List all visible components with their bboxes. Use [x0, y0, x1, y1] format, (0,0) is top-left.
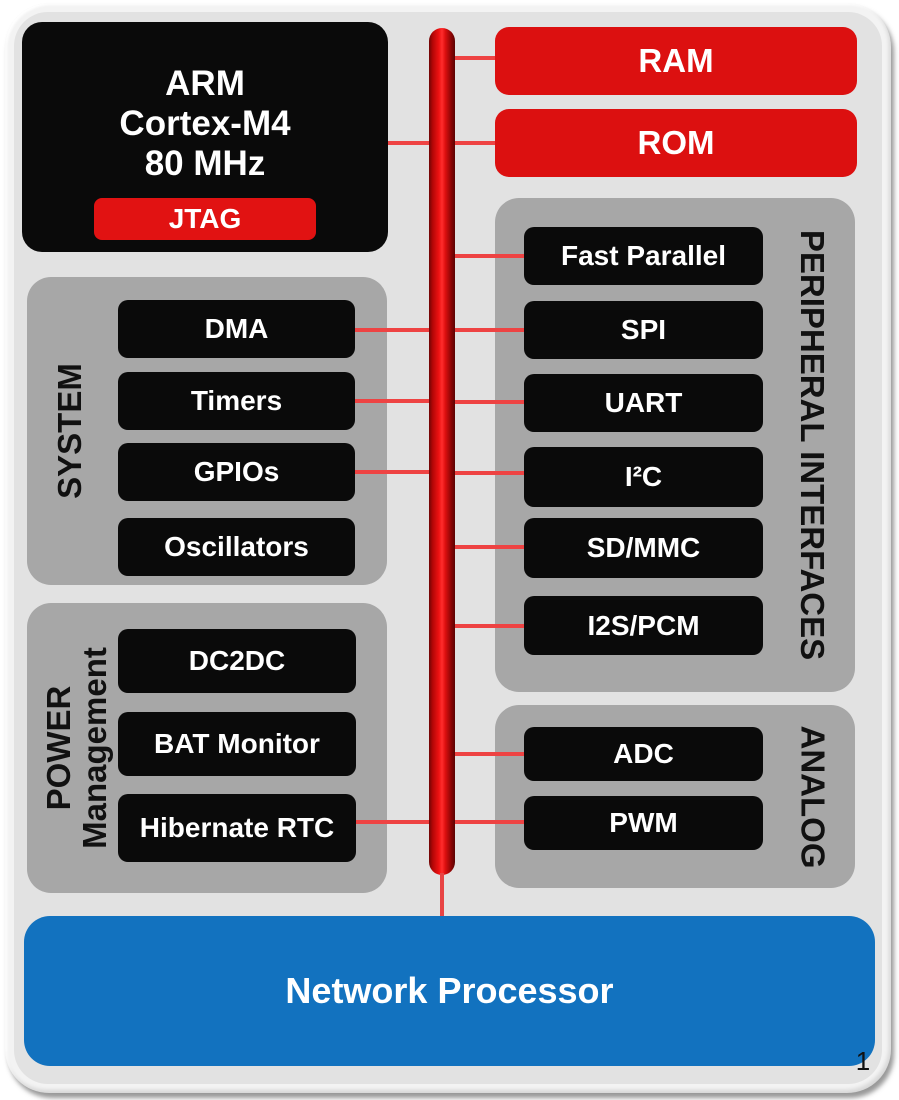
- system-section-label: SYSTEM: [51, 363, 89, 499]
- system-item-oscillators: Oscillators: [118, 518, 355, 576]
- analog-item-adc: ADC: [524, 727, 763, 781]
- connector-cpu-bus: [388, 141, 429, 145]
- analog-item-pwm: PWM: [524, 796, 763, 850]
- connector-bus-adc: [455, 752, 524, 756]
- connector-bus-ram: [455, 56, 495, 60]
- system-item-dma: DMA: [118, 300, 355, 358]
- connector-bus-sd-mmc: [455, 545, 524, 549]
- network-processor-block: Network Processor: [24, 916, 875, 1066]
- peripheral-item-i2s-pcm: I2S/PCM: [524, 596, 763, 655]
- jtag-block: JTAG: [94, 198, 316, 240]
- connector-bus-pwm: [455, 820, 524, 824]
- connector-bus-i2s-pcm: [455, 624, 524, 628]
- power-item-hibernate-rtc: Hibernate RTC: [118, 794, 356, 862]
- page-number: 1: [855, 1046, 871, 1076]
- connector-bus-uart: [455, 400, 524, 404]
- connector-bus-rom: [455, 141, 495, 145]
- ram-block: RAM: [495, 27, 857, 95]
- system-item-gpios: GPIOs: [118, 443, 355, 501]
- connector-bus-i2c: [455, 471, 524, 475]
- power-section-label: POWER Management: [32, 603, 122, 893]
- connector-timers-bus: [355, 399, 429, 403]
- cpu-title-line2: Cortex-M4: [119, 104, 291, 143]
- connector-bus-fast-parallel: [455, 254, 524, 258]
- cpu-title: ARM Cortex-M4 80 MHz: [22, 64, 388, 184]
- cpu-title-line1: ARM: [165, 64, 245, 103]
- system-item-timers: Timers: [118, 372, 355, 430]
- rom-block: ROM: [495, 109, 857, 177]
- connector-dma-bus: [355, 328, 429, 332]
- power-label-line1: POWER: [40, 685, 77, 811]
- power-item-bat-monitor: BAT Monitor: [118, 712, 356, 776]
- cpu-block: ARM Cortex-M4 80 MHz JTAG: [22, 22, 388, 252]
- cpu-title-line3: 80 MHz: [144, 144, 266, 183]
- peripheral-item-spi: SPI: [524, 301, 763, 359]
- system-bus: [429, 28, 455, 875]
- peripheral-item-sd-mmc: SD/MMC: [524, 518, 763, 578]
- connector-bus-spi: [455, 328, 524, 332]
- analog-section-label: ANALOG: [794, 725, 831, 868]
- power-item-dc2dc: DC2DC: [118, 629, 356, 693]
- bus-to-network-connector: [440, 873, 444, 917]
- connector-hibernate-rtc-bus: [356, 820, 429, 824]
- peripheral-section-label: PERIPHERAL INTERFACES: [794, 229, 832, 661]
- peripheral-item-i2c: I²C: [524, 447, 763, 507]
- peripheral-item-uart: UART: [524, 374, 763, 432]
- peripheral-item-fast-parallel: Fast Parallel: [524, 227, 763, 285]
- connector-gpios-bus: [355, 470, 429, 474]
- power-label-line2: Management: [76, 647, 113, 849]
